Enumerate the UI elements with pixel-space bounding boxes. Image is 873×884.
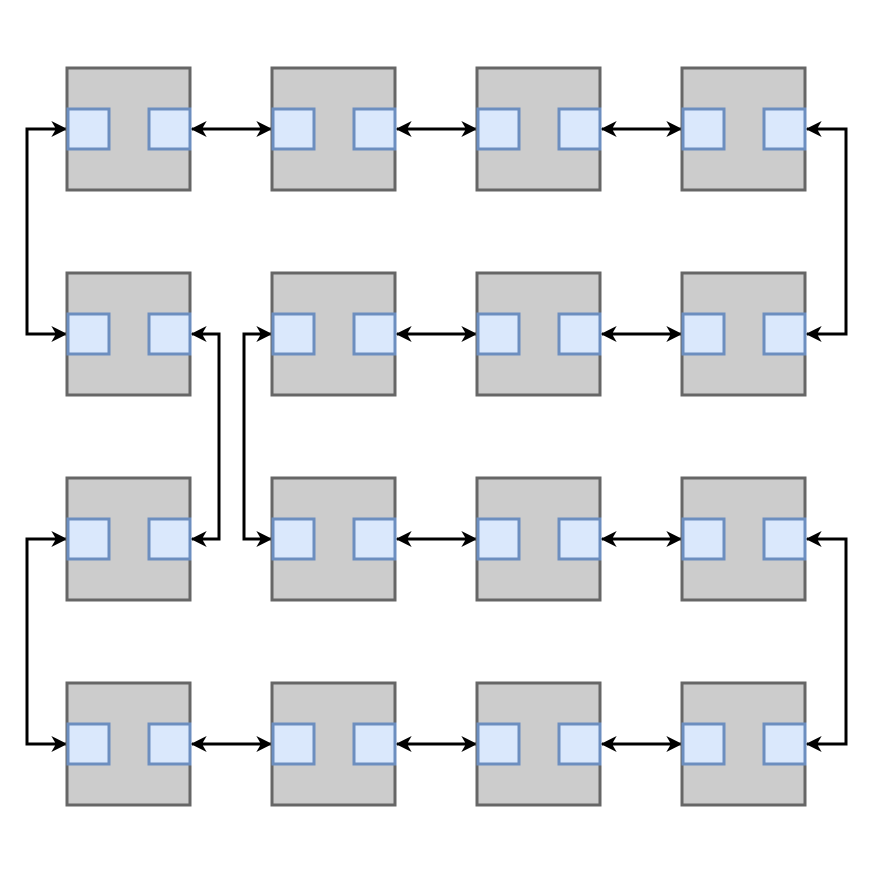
node-right-port: [352, 517, 397, 561]
node-left-port: [271, 722, 316, 766]
link-v-left-c0-r2-r3: [25, 531, 68, 752]
node-r0-c3: [680, 66, 807, 192]
node-left-port: [681, 107, 726, 151]
node-right-port: [762, 312, 807, 356]
node-r1-c1: [270, 271, 397, 397]
node-r3-c3: [680, 681, 807, 807]
node-right-port: [147, 107, 192, 151]
node-r1-c0: [65, 271, 192, 397]
node-left-port: [681, 722, 726, 766]
node-left-port: [271, 107, 316, 151]
node-r3-c0: [65, 681, 192, 807]
node-r3-c2: [475, 681, 602, 807]
link-v-left-c0-r0-r1: [25, 121, 68, 342]
node-left-port: [66, 722, 111, 766]
node-r2-c2: [475, 476, 602, 602]
node-left-port: [476, 722, 521, 766]
links-layer: [25, 121, 848, 752]
node-left-port: [66, 107, 111, 151]
blocks-layer: [65, 66, 807, 807]
node-r1-c3: [680, 271, 807, 397]
node-r0-c2: [475, 66, 602, 192]
node-right-port: [352, 722, 397, 766]
node-right-port: [147, 517, 192, 561]
node-right-port: [352, 312, 397, 356]
node-r1-c2: [475, 271, 602, 397]
node-right-port: [352, 107, 397, 151]
node-left-port: [271, 312, 316, 356]
node-right-port: [147, 722, 192, 766]
node-left-port: [66, 517, 111, 561]
node-left-port: [476, 517, 521, 561]
node-right-port: [557, 722, 602, 766]
node-left-port: [476, 107, 521, 151]
node-left-port: [476, 312, 521, 356]
node-right-port: [557, 107, 602, 151]
node-right-port: [557, 517, 602, 561]
node-right-port: [762, 517, 807, 561]
node-r2-c3: [680, 476, 807, 602]
node-left-port: [66, 312, 111, 356]
node-right-port: [762, 107, 807, 151]
link-v-left-c1-r1-r2: [242, 326, 273, 547]
link-v-right-c3-r0-r1: [805, 121, 848, 342]
node-left-port: [271, 517, 316, 561]
node-left-port: [681, 517, 726, 561]
node-r2-c1: [270, 476, 397, 602]
node-right-port: [762, 722, 807, 766]
node-r0-c0: [65, 66, 192, 192]
node-right-port: [147, 312, 192, 356]
node-r2-c0: [65, 476, 192, 602]
node-r3-c1: [270, 681, 397, 807]
node-left-port: [681, 312, 726, 356]
link-v-right-c0-r1-r2: [190, 326, 221, 547]
link-v-right-c3-r2-r3: [805, 531, 848, 752]
node-r0-c1: [270, 66, 397, 192]
node-right-port: [557, 312, 602, 356]
